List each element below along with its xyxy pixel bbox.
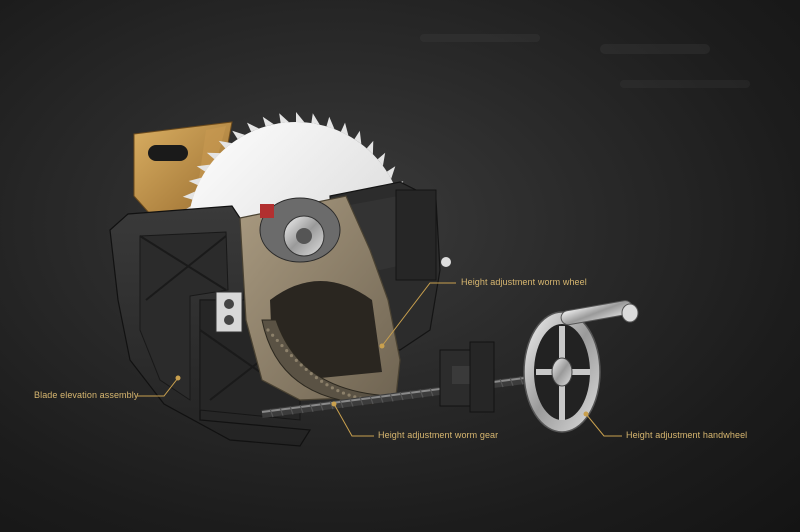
label-worm-gear: Height adjustment worm gear xyxy=(378,430,499,440)
shaft-thread xyxy=(269,408,274,418)
blade-tooth xyxy=(182,191,196,200)
shaft-thread xyxy=(299,404,304,414)
arbor-hub xyxy=(259,197,341,263)
worm-wheel-tooth xyxy=(271,333,275,337)
label-blade-elevation: Blade elevation assembly xyxy=(34,390,139,400)
callout-line-worm-gear xyxy=(333,403,374,437)
shaft-thread xyxy=(499,378,504,388)
blade-tooth xyxy=(262,116,274,127)
blade-tooth xyxy=(218,140,232,149)
background-smudge xyxy=(420,34,750,88)
shaft-support-block xyxy=(439,341,495,413)
shaft-thread xyxy=(519,376,524,385)
callout-lines xyxy=(137,282,622,437)
blade-tooth xyxy=(311,113,320,125)
shaft-thread xyxy=(289,406,294,415)
callout-dot-worm-wheel xyxy=(379,343,385,349)
callout-dot-handwheel xyxy=(583,411,589,417)
callout-line-blade-elevation xyxy=(137,377,179,397)
shaft-thread xyxy=(419,389,424,398)
worm-wheel-tooth xyxy=(336,389,340,393)
shaft-thread xyxy=(319,402,324,411)
label-worm-wheel: Height adjustment worm wheel xyxy=(461,277,587,287)
worm-wheel-tooth xyxy=(347,393,351,397)
worm-wheel-tooth xyxy=(330,386,334,390)
callout-line-worm-wheel xyxy=(381,282,456,347)
blade-tooth xyxy=(386,166,396,179)
blade-tooth xyxy=(206,152,221,160)
blade-tooth xyxy=(196,164,211,172)
shaft-thread xyxy=(339,399,344,409)
handwheel xyxy=(523,300,639,433)
shaft-thread xyxy=(369,395,374,405)
blade-tooth xyxy=(232,130,245,140)
worm-wheel-tooth xyxy=(309,372,313,376)
worm-wheel-tooth xyxy=(353,395,357,399)
worm-wheel-tooth xyxy=(341,391,346,395)
worm-wheel-tooth xyxy=(294,358,298,362)
worm-wheel-tooth xyxy=(299,363,303,367)
blade-tooth xyxy=(354,130,362,145)
worm-wheel-tooth xyxy=(325,383,329,387)
blade-tooth xyxy=(279,113,290,124)
shaft-thread xyxy=(389,393,394,402)
shaft-thread xyxy=(279,407,284,416)
shaft-thread xyxy=(349,398,354,407)
shaft-thread xyxy=(429,387,434,397)
callout-line-handwheel xyxy=(585,413,622,437)
callout-dot-worm-gear xyxy=(331,401,337,407)
shaft-thread xyxy=(399,391,404,401)
worm-wheel-tooth xyxy=(289,353,294,358)
shaft-thread xyxy=(359,397,364,406)
worm-wheel-tooth xyxy=(304,367,308,372)
shaft-thread xyxy=(379,394,384,403)
shaft-thread xyxy=(329,400,334,410)
blade-tooth xyxy=(366,140,374,155)
worm-wheel-tooth xyxy=(320,379,324,383)
shaft-thread xyxy=(409,390,414,400)
label-handwheel: Height adjustment handwheel xyxy=(626,430,748,440)
bolts xyxy=(215,257,451,333)
worm-wheel-tooth xyxy=(280,343,284,348)
callout-dot-blade-elevation xyxy=(175,375,181,381)
blade-tooth xyxy=(296,112,305,123)
blade-tooth xyxy=(377,152,386,166)
worm-wheel-tooth xyxy=(285,349,289,353)
worm-wheel-tooth xyxy=(314,376,318,380)
shaft-thread xyxy=(509,377,514,387)
blade-tooth xyxy=(188,177,202,186)
blade-tooth xyxy=(340,122,349,136)
shaft-thread xyxy=(309,403,314,413)
blade-tooth xyxy=(326,116,335,130)
worm-wheel-tooth xyxy=(275,338,279,343)
blade-tooth xyxy=(246,122,259,132)
worm-wheel-tooth xyxy=(266,328,270,332)
